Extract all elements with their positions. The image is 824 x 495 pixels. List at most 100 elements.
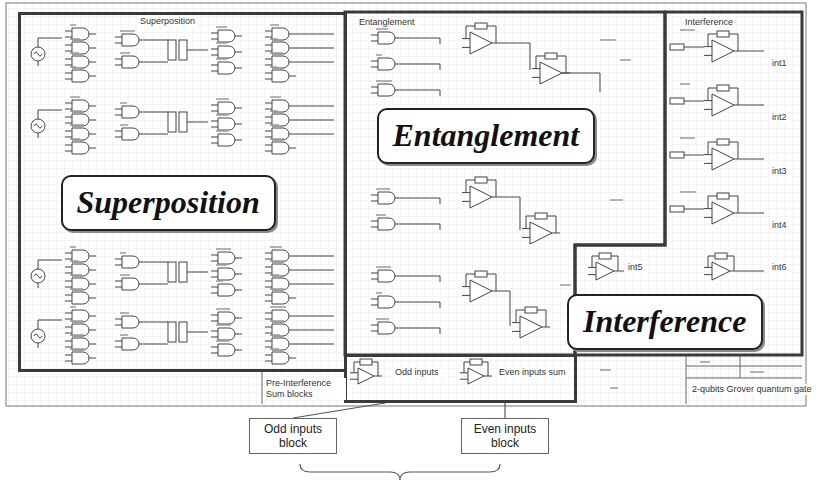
wire bbox=[115, 259, 146, 265]
box-label: Even inputs block bbox=[466, 422, 544, 450]
logic-gate-symbol bbox=[72, 142, 89, 154]
logic-gate-symbol bbox=[218, 118, 235, 130]
label-mark bbox=[120, 252, 126, 254]
label-mark bbox=[270, 110, 278, 112]
opamp-symbol bbox=[470, 32, 492, 54]
wire bbox=[65, 295, 96, 301]
logic-gate-symbol bbox=[72, 292, 89, 304]
label-mark bbox=[680, 137, 695, 139]
wire bbox=[146, 322, 208, 344]
wire bbox=[265, 253, 296, 259]
logic-gate-symbol bbox=[272, 352, 289, 364]
wire bbox=[65, 341, 96, 347]
logic-gate-symbol bbox=[122, 34, 139, 46]
label-mark bbox=[70, 124, 84, 126]
wire bbox=[65, 281, 96, 287]
wire bbox=[211, 347, 242, 353]
label-mark bbox=[70, 288, 83, 290]
drawing-sheet bbox=[6, 3, 806, 406]
wire bbox=[402, 276, 440, 282]
net-label: int6 bbox=[770, 262, 789, 273]
label-mark bbox=[120, 274, 130, 276]
label-mark bbox=[270, 260, 286, 262]
opamp-symbol bbox=[712, 148, 734, 170]
opamp-symbol bbox=[530, 222, 552, 244]
source-symbol bbox=[31, 47, 45, 61]
opamp-symbol bbox=[596, 262, 614, 280]
logic-gate-symbol bbox=[218, 344, 235, 356]
box-label: Odd inputs block bbox=[254, 422, 332, 450]
label-mark bbox=[376, 292, 382, 294]
circuit-symbols bbox=[31, 23, 802, 404]
logic-gate-symbol bbox=[72, 28, 89, 40]
label-mark bbox=[70, 246, 76, 248]
logic-gate-symbol bbox=[72, 56, 89, 68]
wire bbox=[211, 137, 242, 143]
sum-blocks-region: Odd inputsEven inputs sum bbox=[344, 354, 577, 403]
label-mark bbox=[376, 188, 390, 190]
title-block-text: 2-qubits Grover quantum gate bbox=[690, 384, 814, 395]
net-label: int3 bbox=[770, 166, 789, 177]
resistor-symbol bbox=[525, 307, 537, 313]
label-mark bbox=[120, 312, 129, 314]
logic-gate-symbol bbox=[272, 114, 289, 126]
label-mark bbox=[680, 29, 695, 31]
wire bbox=[265, 145, 296, 151]
logic-gate-symbol bbox=[122, 338, 139, 350]
wire bbox=[65, 355, 96, 361]
wire bbox=[265, 117, 296, 123]
wire bbox=[146, 112, 208, 134]
wire bbox=[65, 73, 96, 79]
logic-gate-symbol bbox=[218, 62, 235, 74]
wire bbox=[38, 110, 62, 138]
label-mark bbox=[376, 214, 386, 216]
label-mark bbox=[70, 348, 85, 350]
label-mark bbox=[620, 59, 631, 61]
label-mark bbox=[120, 334, 128, 336]
label-mark bbox=[216, 324, 231, 326]
logic-gate-symbol bbox=[378, 58, 395, 70]
wire bbox=[460, 373, 492, 379]
wire bbox=[704, 209, 742, 218]
label-mark bbox=[216, 42, 227, 44]
source-symbol bbox=[31, 119, 45, 133]
wire bbox=[211, 121, 242, 127]
label-mark bbox=[270, 334, 280, 336]
logic-gate-symbol bbox=[122, 56, 139, 68]
logic-gate-symbol bbox=[378, 218, 395, 230]
transformer-symbol bbox=[179, 40, 187, 60]
annotation-box: Odd inputs block bbox=[249, 418, 337, 454]
wire bbox=[265, 59, 296, 65]
wire bbox=[115, 59, 146, 65]
logic-gate-symbol bbox=[272, 70, 289, 82]
logic-gate-symbol bbox=[272, 142, 289, 154]
resistor-symbol bbox=[717, 31, 729, 37]
logic-gate-symbol bbox=[122, 128, 139, 140]
label-mark bbox=[700, 361, 710, 363]
logic-gate-symbol bbox=[122, 278, 139, 290]
logic-gate-symbol bbox=[218, 312, 235, 324]
source-wave bbox=[34, 274, 42, 278]
resistor-symbol bbox=[670, 98, 684, 104]
logic-gate-symbol bbox=[218, 252, 235, 264]
opamp-symbol bbox=[712, 40, 734, 62]
label-mark bbox=[270, 96, 281, 98]
logic-gate-symbol bbox=[72, 250, 89, 262]
wire bbox=[38, 38, 62, 66]
label-mark bbox=[216, 26, 227, 28]
label-mark bbox=[270, 274, 279, 276]
label-mark bbox=[216, 114, 228, 116]
region-heading: Odd inputs bbox=[393, 367, 441, 378]
wire bbox=[211, 287, 242, 293]
resistor-symbol bbox=[475, 177, 487, 183]
net-label: int4 bbox=[770, 220, 789, 231]
label-mark bbox=[750, 371, 764, 373]
wire bbox=[115, 131, 146, 137]
logic-gate-symbol bbox=[72, 324, 89, 336]
region-border bbox=[575, 12, 802, 355]
superposition-region: SuperpositionSuperposition bbox=[18, 12, 347, 372]
wire bbox=[115, 341, 146, 347]
label-mark bbox=[120, 30, 135, 32]
logic-gate-symbol bbox=[218, 102, 235, 114]
